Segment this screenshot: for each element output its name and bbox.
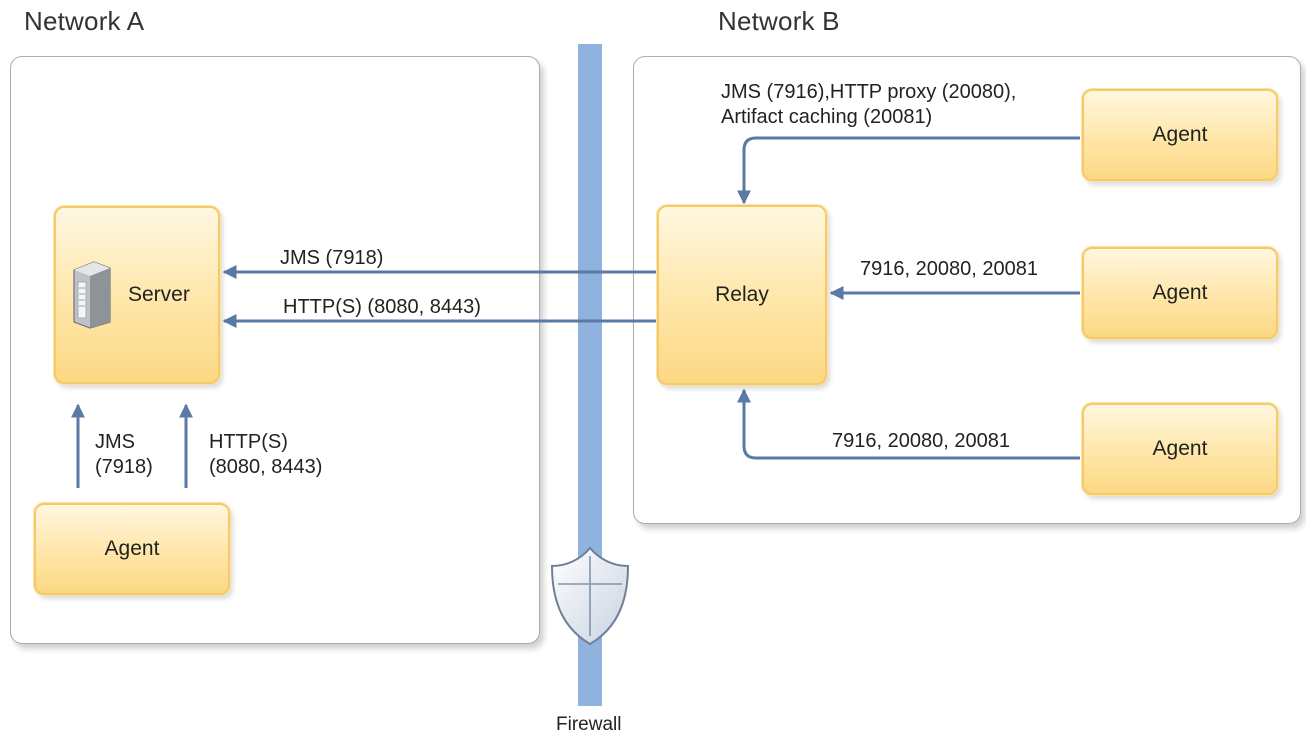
relay-label: Relay xyxy=(715,283,769,306)
agent-b3-node[interactable]: Agent xyxy=(1082,403,1278,495)
server-label: Server xyxy=(128,283,190,306)
relay-server-http-label: HTTP(S) (8080, 8443) xyxy=(283,296,481,318)
agent-server-http-label-1: HTTP(S) xyxy=(209,431,288,453)
agent1-relay-label-2: Artifact caching (20081) xyxy=(721,106,933,128)
agent-a-label: Agent xyxy=(104,537,160,560)
agent-a-node[interactable]: Agent xyxy=(34,503,230,595)
network-b-title: Network B xyxy=(718,6,840,36)
relay-node[interactable]: Relay xyxy=(657,205,827,385)
server-node[interactable]: Server xyxy=(54,206,220,384)
agent-server-http-label-2: (8080, 8443) xyxy=(209,456,323,478)
network-a-title: Network A xyxy=(24,6,145,36)
firewall-label: Firewall xyxy=(556,714,622,735)
agent3-relay-label: 7916, 20080, 20081 xyxy=(832,430,1010,452)
arrow-agent3-relay xyxy=(737,388,1080,460)
shield-icon xyxy=(550,546,630,646)
agent-b1-node[interactable]: Agent xyxy=(1082,89,1278,181)
agent2-relay-label: 7916, 20080, 20081 xyxy=(860,258,1038,280)
relay-server-jms-label: JMS (7918) xyxy=(280,247,384,269)
agent-b2-node[interactable]: Agent xyxy=(1082,247,1278,339)
agent-server-jms-label-1: JMS xyxy=(95,431,135,453)
agent-b1-label: Agent xyxy=(1152,123,1208,146)
agent-server-jms-label-2: (7918) xyxy=(95,456,153,478)
agent-b2-label: Agent xyxy=(1152,281,1208,304)
agent-b3-label: Agent xyxy=(1152,437,1208,460)
server-icon xyxy=(73,261,111,329)
agent1-relay-label-1: JMS (7916),HTTP proxy (20080), xyxy=(721,81,1017,103)
arrow-agent1-relay xyxy=(737,136,1080,205)
